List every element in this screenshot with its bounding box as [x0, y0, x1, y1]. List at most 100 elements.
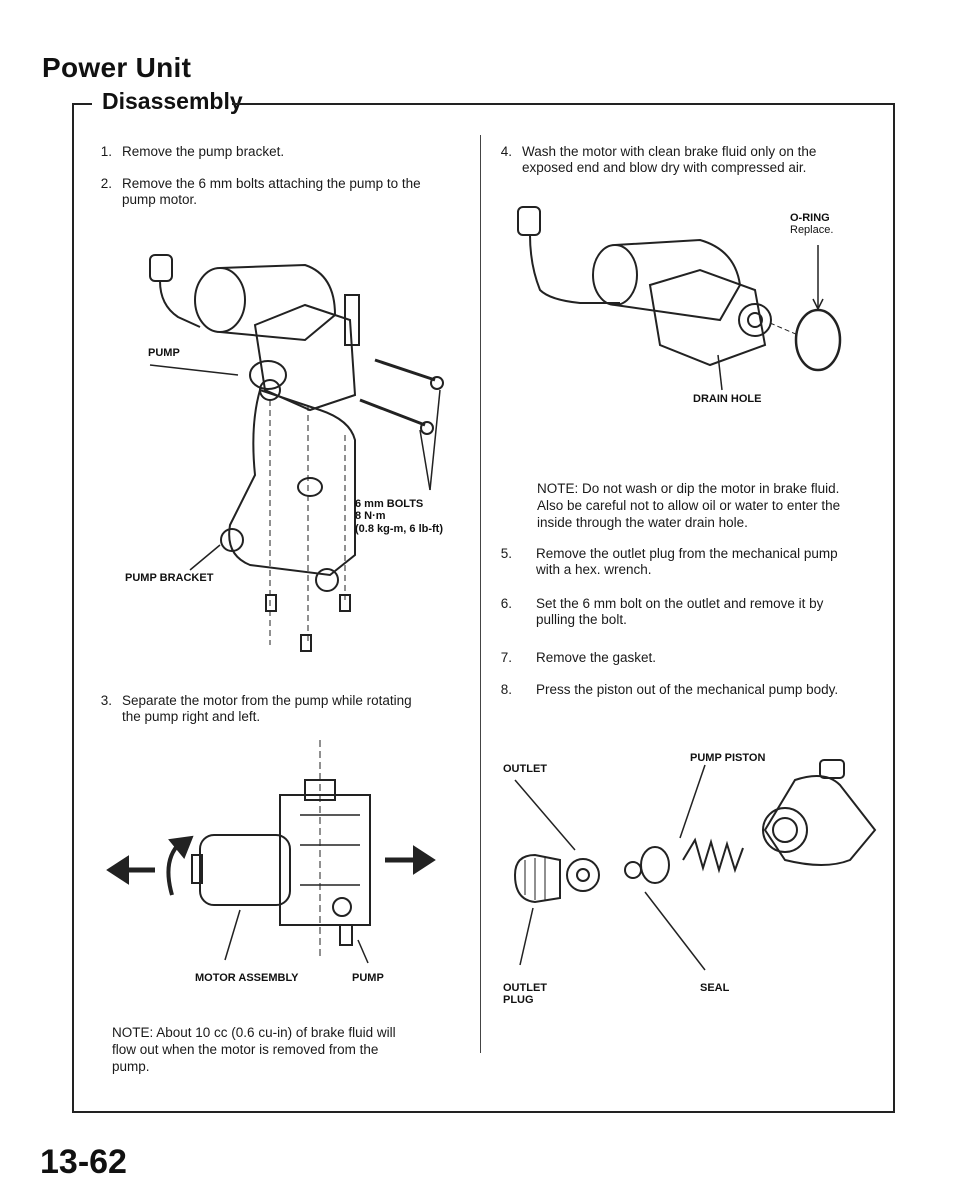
outlet-label: OUTLET: [503, 763, 547, 775]
motor-shaft-boss: [738, 303, 772, 337]
pump-piston-label: PUMP PISTON: [690, 752, 766, 764]
o-ring-label: O-RING: [790, 212, 830, 224]
step-number: 1.: [100, 144, 112, 159]
pump-label: PUMP: [148, 347, 180, 359]
step-8: 8. Press the piston out of the mechanica…: [490, 681, 885, 699]
pump-bottom-fitting: [339, 924, 353, 946]
step-number: 2.: [100, 176, 112, 191]
note-line-1: NOTE: About 10 cc (0.6 cu-in) of brake f…: [112, 1025, 396, 1040]
bolt-leader-1: [429, 389, 441, 491]
pump-bracket-figure: [149, 254, 444, 652]
step-text-line-1: Remove the 6 mm bolts attaching the pump…: [122, 176, 421, 191]
pump-leader: [357, 939, 369, 964]
o-ring-shape: [794, 308, 842, 372]
step-3: 3. Separate the motor from the pump whil…: [90, 692, 475, 728]
seal-label: SEAL: [700, 982, 730, 994]
o-ring-replace-label: Replace.: [790, 224, 834, 236]
step-6: 6. Set the 6 mm bolt on the outlet and r…: [490, 595, 885, 631]
step-text-line-2: the pump right and left.: [122, 709, 261, 724]
drain-hole-label: DRAIN HOLE: [693, 393, 762, 405]
pump-body-shape: [763, 775, 877, 866]
assembly-guide-lines: [269, 400, 346, 645]
page-number: 13-62: [40, 1143, 127, 1181]
column-divider: [480, 135, 481, 1053]
step-number: 5.: [500, 546, 512, 561]
step-number: 8.: [500, 682, 512, 697]
piston-exploded-figure: [513, 759, 877, 971]
note-line-3: inside through the water drain hole.: [537, 515, 748, 530]
frame-bottom-rule: [72, 1111, 895, 1113]
outlet-fitting-bore: [576, 868, 590, 882]
step-5: 5. Remove the outlet plug from the mecha…: [490, 545, 885, 581]
o-ring-leader-arrow: [812, 298, 824, 311]
step-text-line-2: pump motor.: [122, 192, 198, 207]
frame-top-left-rule: [72, 103, 92, 105]
step-7: 7. Remove the gasket.: [490, 649, 885, 667]
bolt-upper-head: [430, 376, 444, 390]
drain-hole-leader: [717, 354, 723, 391]
bolts-torque-nm: 8 N·m: [355, 510, 386, 522]
pump-body-fitting: [819, 759, 845, 779]
outlet-fitting: [566, 858, 600, 892]
step-number: 6.: [500, 596, 512, 611]
pump-housing: [253, 303, 357, 412]
motor-assembly-label: MOTOR ASSEMBLY: [195, 972, 299, 984]
step-text: Remove the pump bracket.: [122, 144, 285, 159]
pump-fitting: [344, 294, 360, 346]
oring-alignment-line: [769, 322, 799, 336]
note-line-1: NOTE: Do not wash or dip the motor in br…: [537, 481, 840, 496]
motor-shaft: [747, 312, 763, 328]
outlet-plug-leader: [519, 907, 534, 966]
pump-bore: [762, 807, 808, 853]
bracket-plate: [228, 388, 356, 577]
motor-body: [614, 238, 742, 322]
pump-bore-inner: [772, 817, 798, 843]
step-1: 1. Remove the pump bracket.: [90, 143, 470, 161]
piston-spring: [682, 837, 744, 874]
bracket-bolt-3: [300, 634, 312, 652]
bolt-upper: [374, 358, 436, 382]
page-title: Power Unit: [42, 52, 192, 83]
outlet-plug-threads: [524, 858, 546, 900]
note-line-3: pump.: [112, 1059, 150, 1074]
bracket-bolt-1: [265, 594, 277, 612]
step-number: 4.: [500, 144, 512, 159]
step-text-line-2: exposed end and blow dry with compressed…: [522, 160, 807, 175]
seal-ring: [624, 861, 642, 879]
rotation-arrow-head: [168, 835, 194, 859]
step-text-line-2: with a hex. wrench.: [536, 562, 652, 577]
note-line-2: Also be careful not to allow oil or wate…: [537, 498, 841, 513]
bolt-leader-2: [419, 429, 431, 491]
harness-wire: [529, 234, 620, 304]
step-text: Press the piston out of the mechanical p…: [536, 682, 839, 697]
connector-shape: [149, 254, 173, 282]
connector-shape: [517, 206, 541, 236]
harness-wire: [159, 280, 201, 328]
pump-label-fig2: PUMP: [352, 972, 384, 984]
pump-bracket-label: PUMP BRACKET: [125, 572, 214, 584]
outlet-plug-label-line-2: PLUG: [503, 994, 534, 1006]
washing-note: NOTE: Do not wash or dip the motor in br…: [537, 480, 887, 531]
step-text-line-1: Remove the outlet plug from the mechanic…: [536, 546, 838, 561]
step-number: 7.: [500, 650, 512, 665]
note-line-2: flow out when the motor is removed from …: [112, 1042, 379, 1057]
step-text: Remove the gasket.: [536, 650, 657, 665]
seal-leader: [644, 891, 706, 971]
left-arrow-head: [106, 855, 129, 885]
bolt-lower: [359, 398, 426, 427]
motor-separation-figure: [106, 740, 436, 964]
pump-port: [249, 360, 287, 390]
piston-head: [640, 846, 670, 884]
outlet-plug-body: [513, 853, 561, 904]
pump-outlet-port: [332, 897, 352, 917]
motor-end-cap: [191, 854, 203, 884]
frame-top-rule: [232, 103, 894, 105]
outlet-plug-label-line-1: OUTLET: [503, 982, 547, 994]
bolts-torque-alt: (0.8 kg-m, 6 lb-ft): [355, 523, 444, 535]
bolts-label-line-1: 6 mm BOLTS: [355, 498, 424, 510]
outlet-leader: [514, 779, 576, 851]
bracket-leader: [189, 544, 221, 571]
pump-body: [279, 794, 371, 926]
bracket-mount-left: [220, 528, 244, 552]
step-text-line-1: Wash the motor with clean brake fluid on…: [522, 144, 817, 159]
